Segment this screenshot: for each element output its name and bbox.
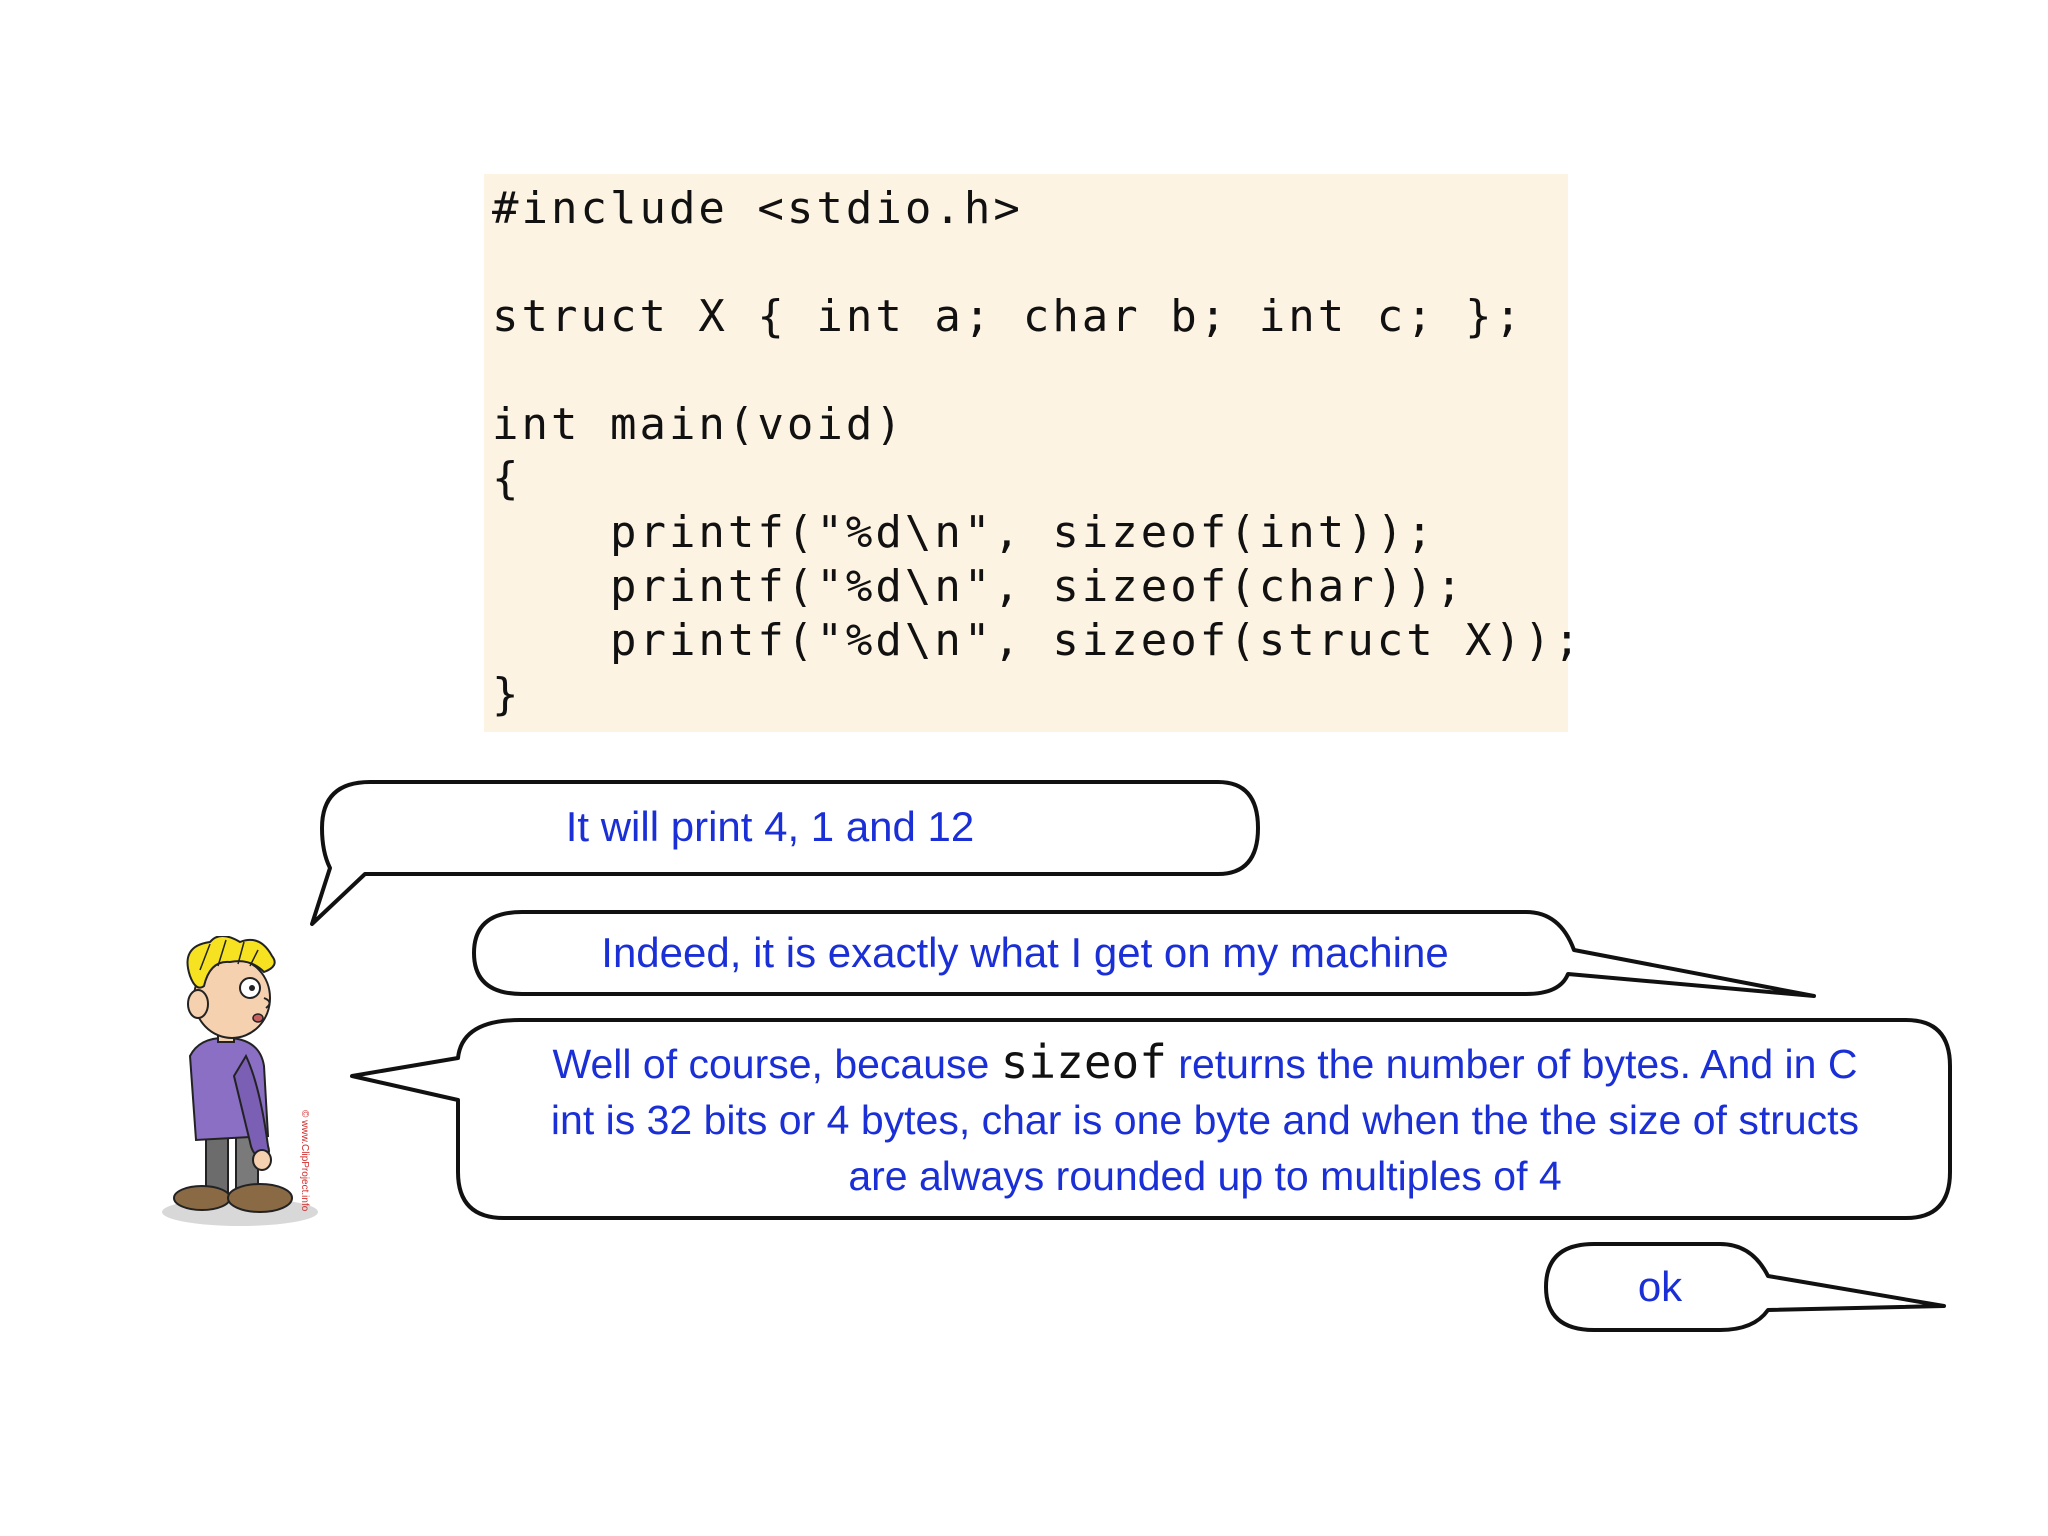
code-block: #include <stdio.h> struct X { int a; cha… bbox=[484, 174, 1584, 732]
code-line: struct X { int a; char b; int c; }; bbox=[492, 291, 1525, 342]
speech-bubble-3-text: Well of course, because sizeof returns t… bbox=[470, 1034, 1940, 1204]
speech-bubble-3-line-2: int is 32 bits or 4 bytes, char is one b… bbox=[550, 1097, 1860, 1143]
speech-bubble-3-line-1: Well of course, because sizeof returns t… bbox=[470, 1034, 1940, 1092]
speech-bubble-2-shape bbox=[472, 910, 1816, 998]
code-line: { bbox=[492, 453, 522, 504]
code-line: } bbox=[492, 669, 522, 720]
sizeof-keyword: sizeof bbox=[1000, 1035, 1167, 1089]
code-line: int main(void) bbox=[492, 399, 905, 450]
speech-bubble-3-line-1-start: Well of course, because bbox=[552, 1041, 1001, 1087]
speech-bubble-1-text: It will print 4, 1 and 12 bbox=[565, 803, 975, 850]
speech-bubble-3-shape bbox=[350, 1018, 1952, 1220]
copyright-notice: © www.ClipProject.info bbox=[299, 1110, 310, 1212]
speech-bubble-1-shape bbox=[310, 780, 1260, 926]
speech-bubble-4-text: ok bbox=[1637, 1263, 1683, 1310]
cartoon-boy-illustration bbox=[162, 936, 318, 1226]
code-line: printf("%d\n", sizeof(int)); bbox=[492, 507, 1436, 558]
speech-bubble-4-shape bbox=[1544, 1242, 1946, 1332]
speech-bubble-3-line-3: are always rounded up to multiples of 4 bbox=[848, 1153, 1562, 1199]
speech-bubble-2-text: Indeed, it is exactly what I get on my m… bbox=[601, 929, 1449, 976]
code-line: printf("%d\n", sizeof(char)); bbox=[492, 561, 1466, 612]
code-line: printf("%d\n", sizeof(struct X)); bbox=[492, 615, 1584, 666]
code-line: #include <stdio.h> bbox=[492, 183, 1023, 234]
speech-bubble-3-line-1-end: returns the number of bytes. And in C bbox=[1166, 1041, 1858, 1087]
